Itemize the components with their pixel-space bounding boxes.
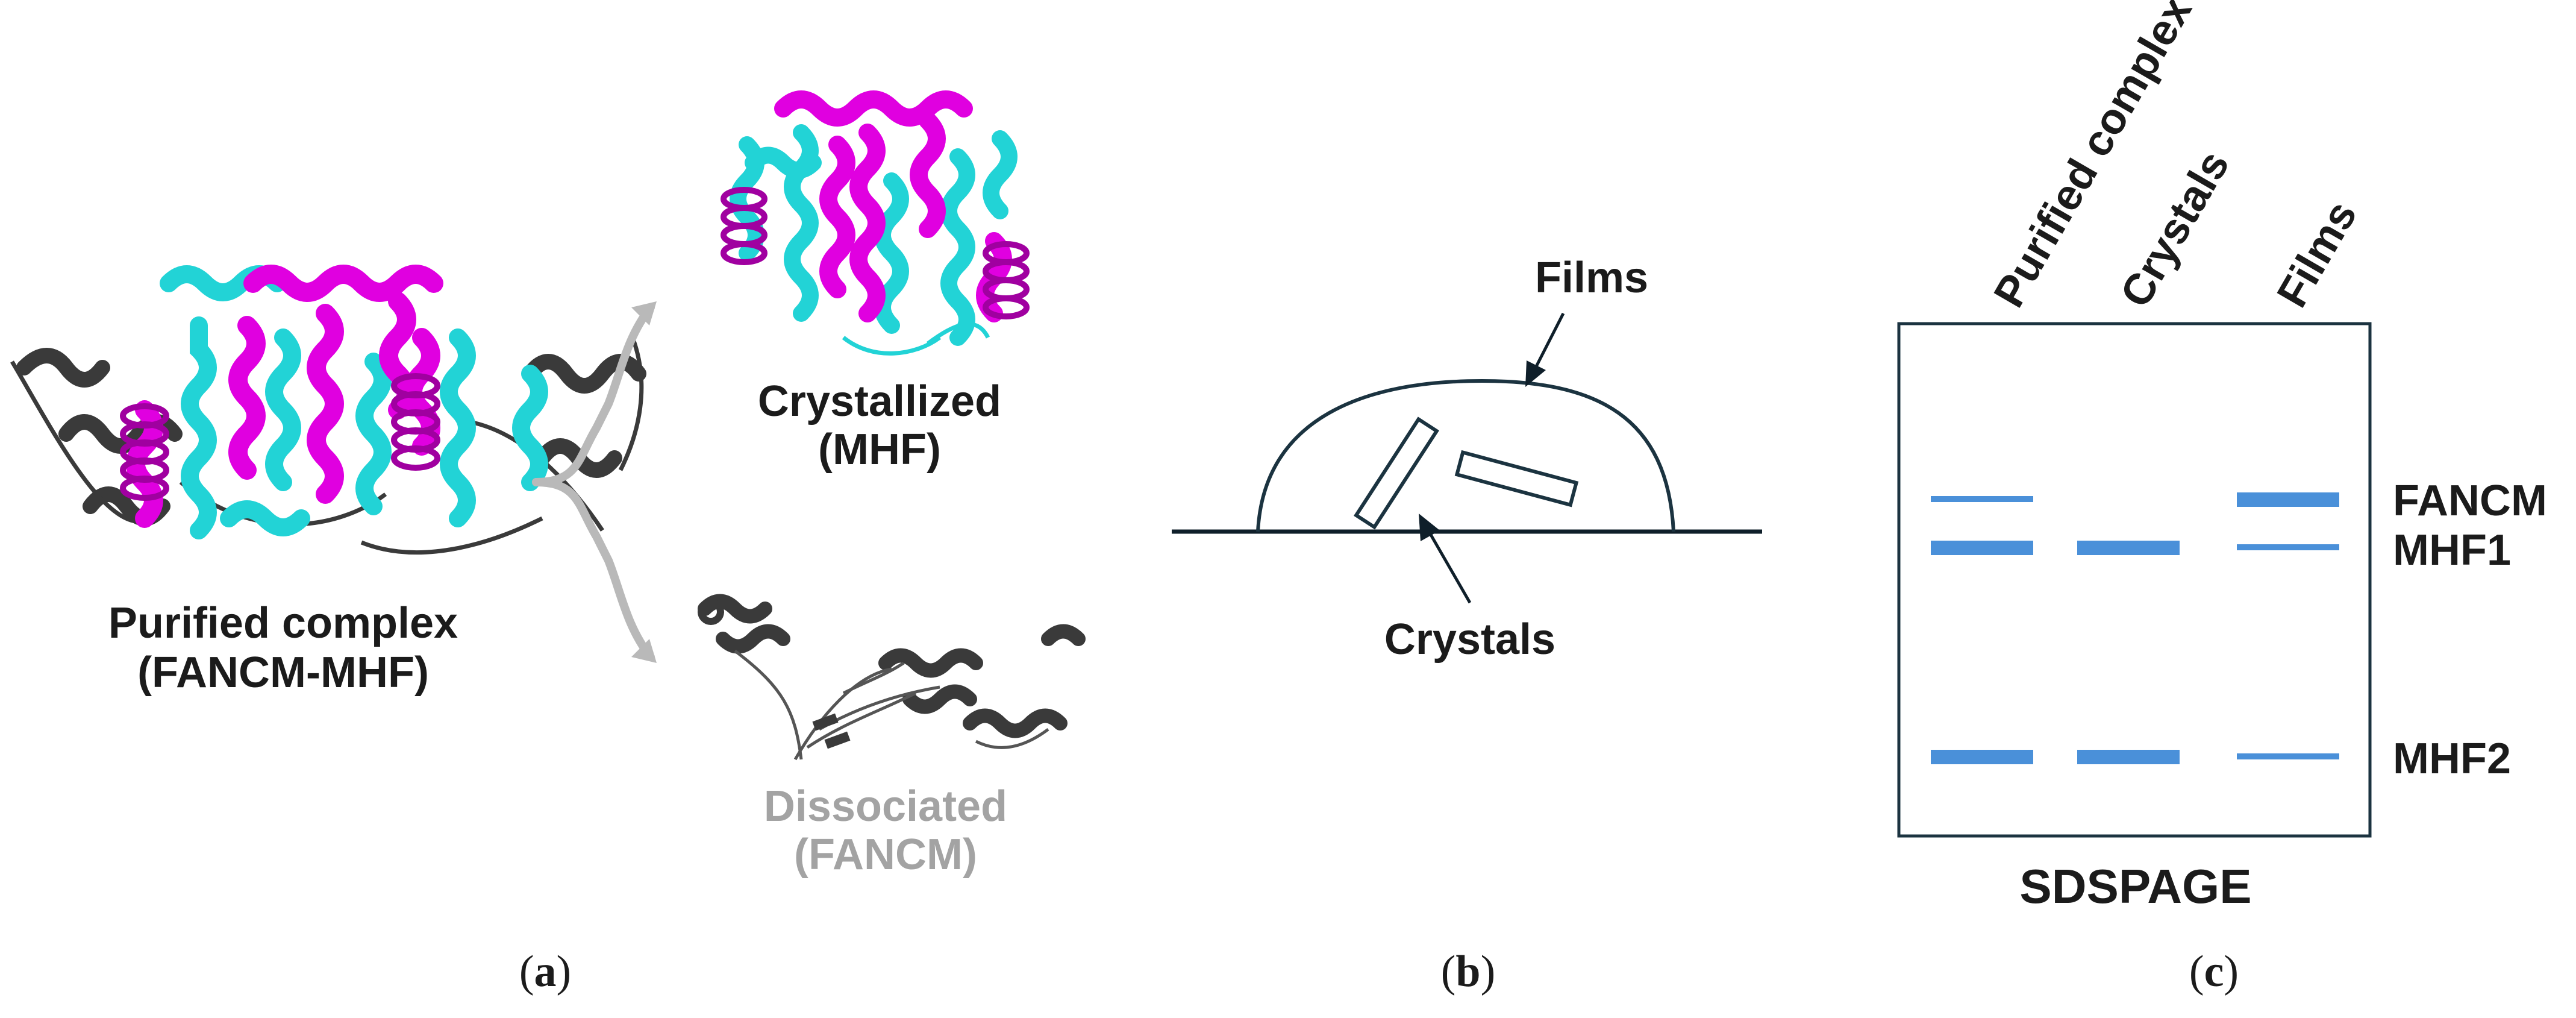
- arrow-head-up: [631, 301, 657, 325]
- band-purified-fancm: [1931, 496, 2033, 502]
- fancm-structure: [698, 594, 1086, 761]
- band-purified-mhf2: [1931, 750, 2033, 764]
- films-arrow-head: [1525, 360, 1546, 387]
- purified-complex-structure: [10, 265, 646, 555]
- dissociated-label: Dissociated: [764, 782, 1007, 831]
- purified-complex-sublabel: (FANCM-MHF): [137, 649, 429, 697]
- band-purified-mhf1: [1931, 541, 2033, 555]
- droplet-outline: [1256, 379, 1675, 532]
- panel-c: Purified complex Crystals Films FANCM MH…: [1897, 0, 2547, 996]
- band-label-mhf2: MHF2: [2393, 735, 2511, 783]
- band-label-fancm: FANCM: [2393, 477, 2547, 525]
- cyan-helices-purified: [160, 265, 548, 539]
- lane-label-films: Films: [2268, 193, 2366, 315]
- band-crystals-mhf1: [2077, 541, 2180, 555]
- fancm-strands: [812, 713, 851, 749]
- crystal-flat: [1454, 450, 1579, 507]
- magenta-coil-left-mhf: [721, 187, 767, 265]
- gel-title: SDSPAGE: [2019, 859, 2251, 913]
- band-films-fancm: [2237, 492, 2339, 507]
- loops-mhf: [842, 322, 990, 356]
- arrow-head-down: [631, 639, 657, 663]
- magenta-coil-left-purified: [120, 403, 169, 501]
- band-crystals-mhf2: [2077, 750, 2180, 764]
- panel-a-caption: (a): [519, 947, 571, 996]
- band-films-mhf2: [2237, 753, 2339, 759]
- fancm-coil-top: [698, 599, 724, 625]
- split-brace: [532, 303, 655, 661]
- lane-label-crystals: Crystals: [2112, 143, 2239, 315]
- films-arrow-line: [1533, 312, 1565, 370]
- magenta-coil-right-mhf: [983, 241, 1030, 319]
- mhf-structure: [721, 90, 1030, 356]
- purified-complex-label: Purified complex: [108, 599, 458, 647]
- crystals-label: Crystals: [1384, 615, 1555, 664]
- panel-a: Purified complex (FANCM-MHF): [10, 90, 1086, 996]
- crystals-arrow-line: [1427, 530, 1472, 604]
- band-films-mhf1: [2237, 544, 2339, 550]
- panel-b-caption: (b): [1441, 947, 1495, 996]
- fancm-helices-dissociated: [698, 594, 1086, 738]
- panel-c-caption: (c): [2189, 947, 2239, 996]
- dissociated-sublabel: (FANCM): [794, 831, 977, 879]
- panel-b: Films Crystals (b): [1172, 254, 1762, 996]
- crystal-tilted: [1354, 416, 1439, 530]
- crystallized-label: Crystallized: [758, 377, 1001, 426]
- magenta-coil-right-purified: [391, 373, 440, 471]
- fancm-loops-dissociated: [734, 650, 1049, 761]
- films-label: Films: [1535, 254, 1648, 302]
- crystallized-sublabel: (MHF): [818, 426, 941, 474]
- band-label-mhf1: MHF1: [2393, 526, 2511, 574]
- crystals-arrow-head: [1419, 514, 1440, 541]
